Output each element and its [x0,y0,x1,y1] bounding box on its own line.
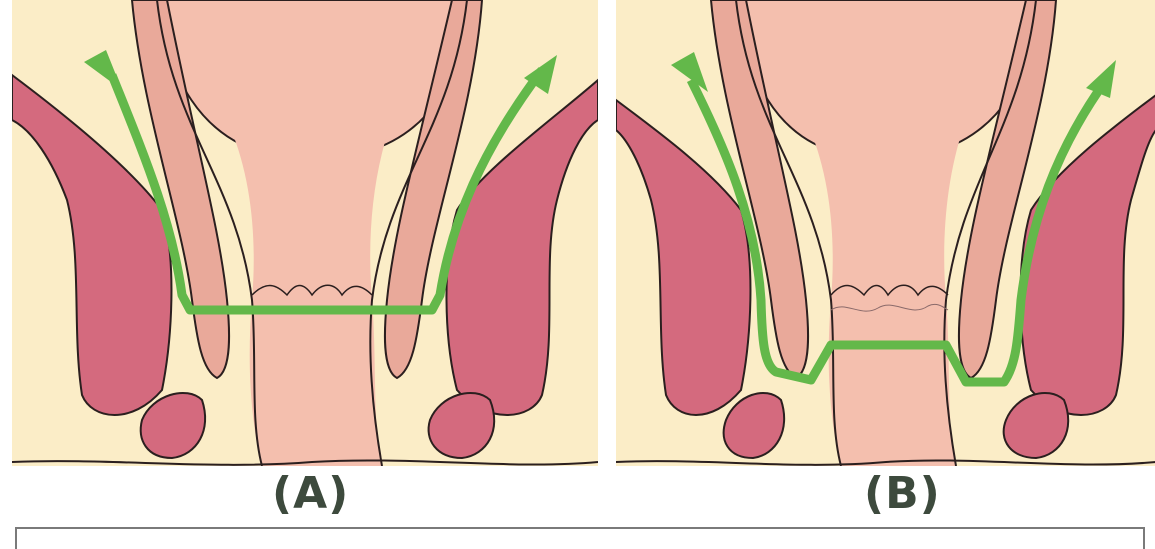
panel-b-diagram [616,0,1155,466]
panel-a-diagram [12,0,598,466]
panel-b-illustration [616,0,1155,466]
caption-box [15,527,1145,549]
panel-b-label: (B) [864,468,941,519]
panel-a-label: (A) [272,468,349,519]
panel-a-illustration [12,0,598,466]
